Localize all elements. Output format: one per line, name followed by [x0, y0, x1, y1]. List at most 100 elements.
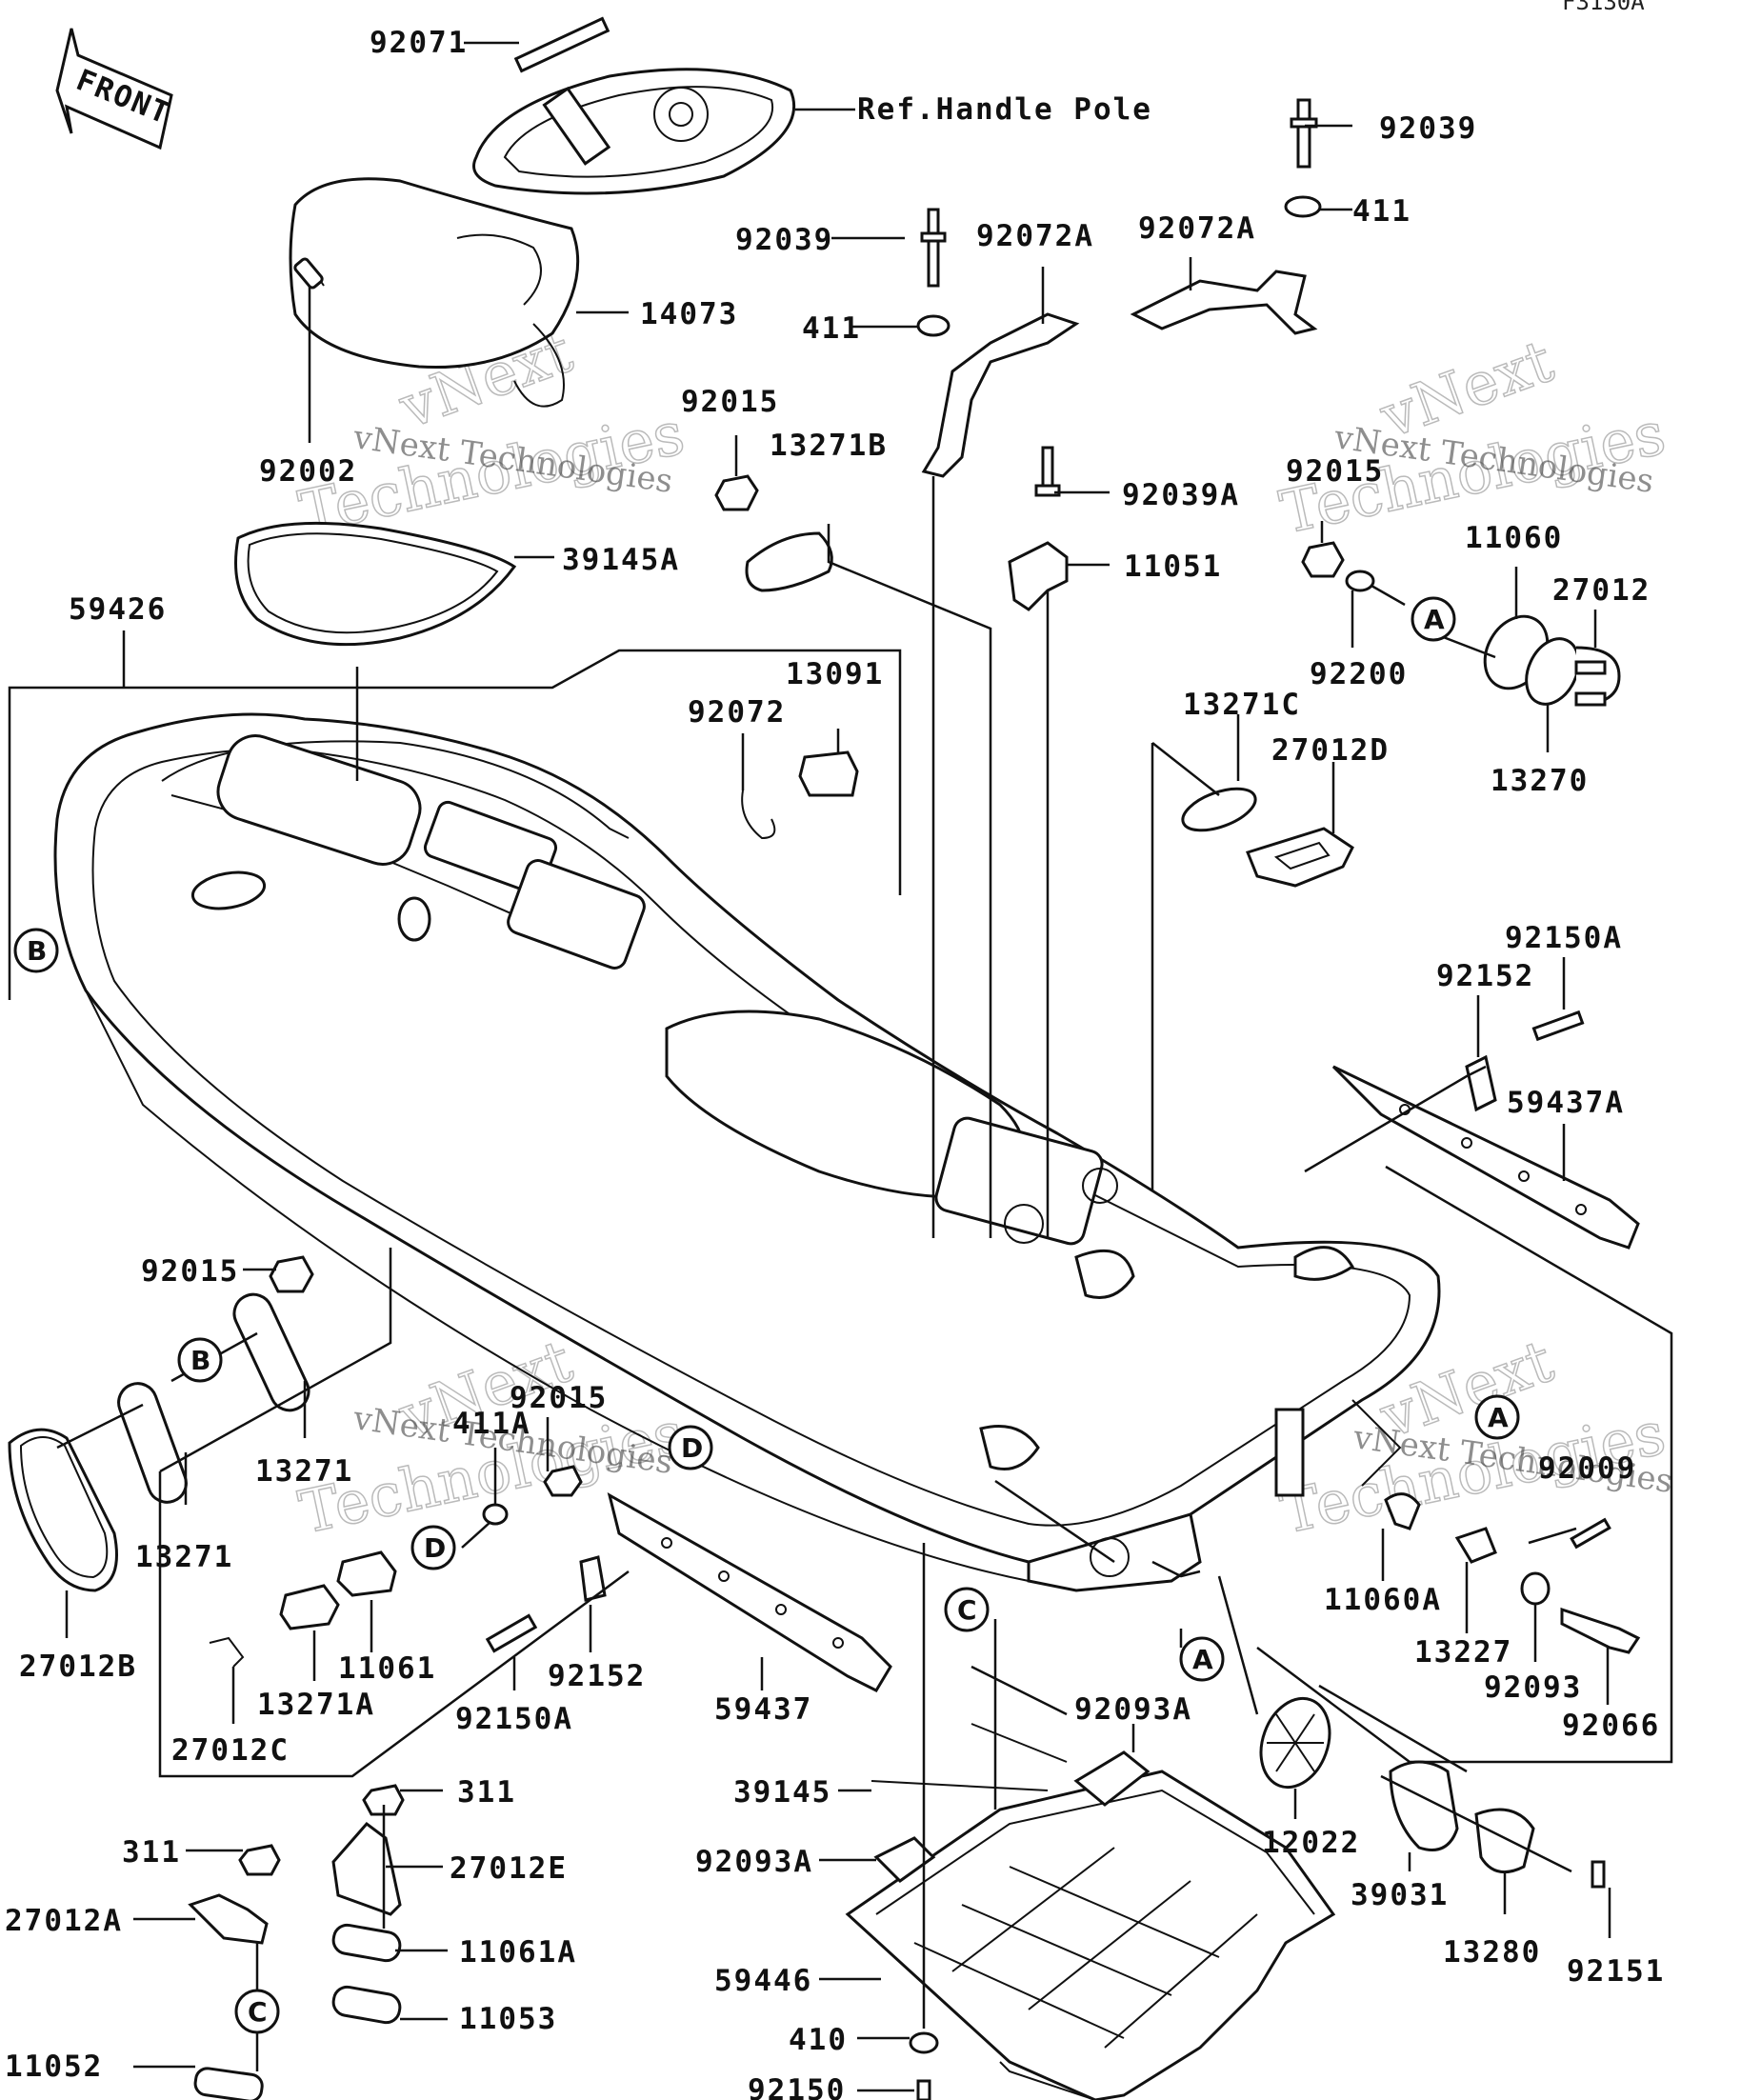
svg-text:C: C	[248, 1996, 268, 2028]
nut-92015-d-part[interactable]	[543, 1465, 583, 1497]
label-27012: 27012	[1552, 573, 1651, 608]
steering-cover-part[interactable]	[472, 16, 796, 195]
bolt-92150A-left-part[interactable]	[485, 1613, 538, 1653]
clip-13091-part[interactable]	[798, 750, 859, 797]
plate-11061A-part[interactable]	[331, 1923, 402, 1963]
label-27012C: 27012C	[171, 1733, 290, 1768]
svg-text:B: B	[27, 935, 47, 967]
callout-A-right: A	[1474, 1394, 1520, 1440]
nut-311-left-part[interactable]	[238, 1844, 281, 1876]
gasket-13270-part[interactable]	[1516, 630, 1589, 712]
label-13271-a: 13271	[255, 1454, 353, 1489]
nut-92015-top-part[interactable]	[714, 474, 759, 511]
svg-text:A: A	[1424, 604, 1445, 635]
diagram-code: F3130A	[1562, 0, 1645, 15]
bolt-92150A-right-part[interactable]	[1531, 1010, 1585, 1042]
label-11053: 11053	[459, 2002, 557, 2036]
label-92002: 92002	[259, 454, 357, 489]
callout-A-top: A	[1411, 596, 1456, 642]
label-13271-b: 13271	[135, 1540, 233, 1574]
label-39031: 39031	[1351, 1878, 1449, 1912]
washer-411-right-part[interactable]	[1284, 195, 1322, 218]
label-92093A-left: 92093A	[695, 1845, 813, 1879]
ring-13280-part[interactable]	[1474, 1808, 1535, 1874]
gasket-39145-part[interactable]	[870, 1723, 1068, 1791]
label-11061A: 11061A	[459, 1935, 577, 1970]
bolt-92002-part[interactable]	[293, 257, 324, 290]
plate-11052-part[interactable]	[193, 2067, 264, 2100]
bracket-92072A-right-part[interactable]	[1130, 270, 1318, 335]
rail-59437-part[interactable]	[607, 1491, 892, 1692]
washer-410-part[interactable]	[909, 2031, 939, 2054]
collar-92152-right-part[interactable]	[1465, 1054, 1497, 1112]
washer-92200-part[interactable]	[1345, 570, 1375, 592]
label-92150A-right: 92150A	[1505, 921, 1623, 955]
bolt-92150-part[interactable]	[916, 2079, 931, 2100]
bracket-27012E-part[interactable]	[331, 1821, 402, 1916]
svg-text:D: D	[681, 1432, 703, 1464]
fitting-13227-part[interactable]	[1454, 1527, 1497, 1564]
label-92039-top: 92039	[1379, 111, 1477, 146]
plate-13271A-part[interactable]	[279, 1584, 340, 1630]
label-311-left: 311	[122, 1835, 181, 1870]
plate-11060A-part[interactable]	[1384, 1492, 1421, 1530]
svg-text:A: A	[1192, 1644, 1213, 1675]
nut-92015-right-part[interactable]	[1301, 541, 1345, 578]
label-13270: 13270	[1491, 764, 1589, 798]
grip-92071-part[interactable]	[513, 16, 610, 73]
cover-27012B-part[interactable]	[8, 1428, 118, 1592]
collar-92152-left-part[interactable]	[579, 1555, 607, 1602]
label-92015-c: 92015	[141, 1254, 239, 1289]
ref-label: Ref.Handle Pole	[857, 92, 1152, 127]
label-11060A: 11060A	[1324, 1583, 1442, 1617]
mat-92093A-right-part[interactable]	[1073, 1750, 1151, 1807]
gasket-39145A-part[interactable]	[234, 521, 517, 647]
seat-14073-part[interactable]	[289, 177, 580, 408]
label-11052: 11052	[5, 2050, 103, 2084]
plate-13271-upper-part[interactable]	[228, 1289, 314, 1417]
bolt-92039-middle-part[interactable]	[927, 208, 940, 288]
label-410: 410	[789, 2023, 848, 2057]
label-411A: 411A	[452, 1407, 531, 1441]
label-92015-d: 92015	[510, 1381, 608, 1415]
nut-92015-left-part[interactable]	[269, 1255, 314, 1293]
plate-13271-lower-part[interactable]	[113, 1378, 191, 1508]
hull-59426-part[interactable]	[53, 712, 1441, 1592]
label-13227: 13227	[1414, 1635, 1512, 1670]
washer-92093-part[interactable]	[1520, 1571, 1551, 1606]
bracket-11051-part[interactable]	[1008, 541, 1069, 611]
bracket-92072A-left-part[interactable]	[921, 312, 1080, 478]
label-92039-mid: 92039	[735, 223, 833, 257]
callout-A-bottom: A	[1179, 1636, 1225, 1682]
label-92152-right: 92152	[1436, 959, 1534, 993]
plate-11061-part[interactable]	[336, 1550, 397, 1597]
bolt-92009-part[interactable]	[1570, 1517, 1611, 1550]
callout-C-left: C	[234, 1989, 280, 2034]
bracket-27012A-part[interactable]	[188, 1893, 269, 1945]
washer-411A-part[interactable]	[482, 1503, 509, 1526]
plate-11053-part[interactable]	[331, 1985, 402, 2025]
band-92072-part[interactable]	[741, 790, 776, 840]
nut-311-right-part[interactable]	[362, 1784, 405, 1816]
bolt-92039-right-part[interactable]	[1290, 98, 1318, 169]
screw-92151-part[interactable]	[1591, 1860, 1606, 1889]
bolt-92066-part[interactable]	[1560, 1607, 1641, 1654]
cleat-27012D-part[interactable]	[1246, 827, 1354, 888]
label-12022: 12022	[1262, 1826, 1360, 1860]
washer-411-middle-part[interactable]	[916, 314, 951, 337]
label-92200: 92200	[1310, 657, 1408, 691]
label-27012A: 27012A	[5, 1904, 123, 1938]
grate-59446-part[interactable]	[845, 1770, 1336, 2100]
plate-13271B-part[interactable]	[745, 531, 833, 592]
label-411-top: 411	[1352, 194, 1411, 229]
plate-13271C-part[interactable]	[1177, 780, 1260, 838]
label-13271B: 13271B	[770, 429, 888, 463]
label-92015-a: 92015	[681, 385, 779, 419]
label-27012B: 27012B	[19, 1650, 137, 1684]
nozzle-39031-part[interactable]	[1389, 1760, 1459, 1851]
svg-text:A: A	[1488, 1402, 1509, 1433]
mat-92093A-left-part[interactable]	[873, 1836, 936, 1883]
clip-27012C-part[interactable]	[209, 1636, 245, 1668]
label-92009: 92009	[1538, 1451, 1636, 1486]
